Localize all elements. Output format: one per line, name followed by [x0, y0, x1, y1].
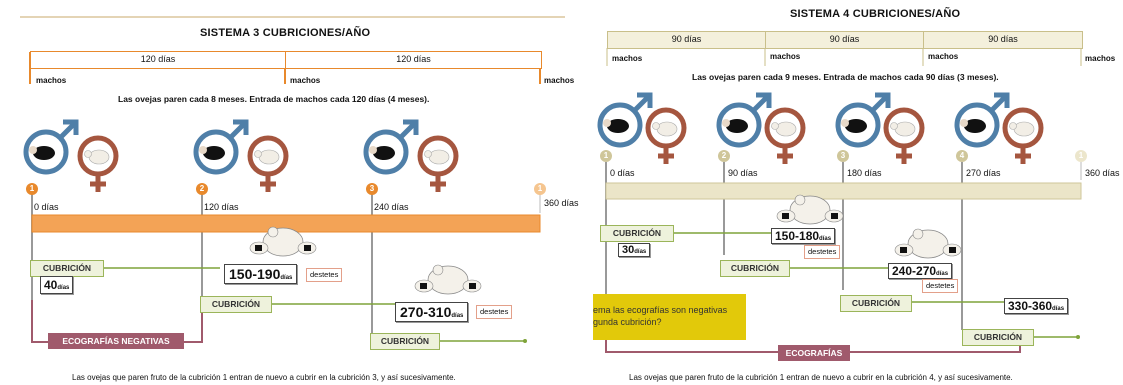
marker-1: 1 — [26, 183, 38, 195]
day-label: 270 días — [966, 168, 1001, 178]
female-icon — [648, 110, 684, 164]
duration-label: 40días — [40, 276, 74, 294]
duration-label: 30días — [618, 243, 651, 257]
left-title: SISTEMA 3 CUBRICIONES/AÑO — [200, 27, 371, 39]
machos-label: machos — [544, 76, 575, 85]
right-caption: Las ovejas que paren fruto de la cubrici… — [629, 373, 1013, 382]
interval-cell: 90 días — [608, 32, 766, 48]
interval-cell: 90 días — [988, 34, 1018, 44]
destetes-label: destetes — [476, 305, 513, 319]
day-label: 360 días — [1085, 168, 1120, 178]
cubricion-box: CUBRICIÓN — [600, 225, 674, 242]
interval-cell: 90 días — [766, 32, 924, 48]
sheep-group-icon — [894, 228, 962, 259]
male-icon — [366, 122, 416, 172]
machos-label: machos — [612, 54, 643, 63]
day-label: 0 días — [34, 202, 59, 212]
machos-label: machos — [928, 52, 959, 61]
interval-cell: 120 días — [31, 52, 286, 68]
machos-label: machos — [36, 76, 67, 85]
right-interval-bar: 90 días 90 días 90 días — [607, 31, 1083, 49]
day-label: 360 días — [544, 198, 579, 208]
male-icon — [600, 95, 650, 145]
marker-1: 1 — [600, 150, 612, 162]
male-icon — [26, 122, 76, 172]
marker-2: 2 — [196, 183, 208, 195]
female-icon — [767, 110, 803, 164]
male-icon — [957, 95, 1007, 145]
marker-1-next: 1 — [534, 183, 546, 195]
cubricion-box: CUBRICIÓN — [962, 329, 1034, 346]
right-title: SISTEMA 4 CUBRICIONES/AÑO — [790, 8, 961, 20]
left-subtitle: Las ovejas paren cada 8 meses. Entrada d… — [118, 94, 430, 104]
female-icon — [886, 110, 922, 164]
sheep-group-icon — [414, 264, 482, 295]
question-note: ema las ecografías son negativas gunda c… — [593, 294, 746, 340]
female-icon — [80, 138, 116, 192]
destetes-label: destetes — [306, 268, 343, 282]
duration-label: 150-180días — [771, 228, 836, 244]
machos-label: machos — [770, 52, 801, 61]
female-icon — [1005, 110, 1041, 164]
ecografias-negativas-label: ECOGRAFÍAS NEGATIVAS — [48, 333, 184, 349]
destetes-label: destetes — [804, 245, 841, 259]
left-interval-bar: 120 días 120 días — [30, 51, 542, 69]
cubricion-box: CUBRICIÓN — [840, 295, 912, 312]
female-icon — [420, 138, 456, 192]
male-icon — [196, 122, 246, 172]
marker-2: 2 — [718, 150, 730, 162]
day-label: 90 días — [728, 168, 758, 178]
beige-band — [605, 182, 1082, 200]
cubricion-box: CUBRICIÓN — [370, 333, 440, 350]
machos-label: machos — [1085, 54, 1116, 63]
male-icon — [838, 95, 888, 145]
marker-1-next: 1 — [1075, 150, 1087, 162]
cubricion-box: CUBRICIÓN — [30, 260, 104, 277]
destetes-label: destetes — [922, 279, 959, 293]
male-icon — [719, 95, 769, 145]
marker-4: 4 — [956, 150, 968, 162]
female-icon — [250, 138, 286, 192]
cubricion-box: CUBRICIÓN — [720, 260, 790, 277]
left-caption: Las ovejas que paren fruto de la cubrici… — [72, 373, 456, 382]
duration-label: 240-270días — [888, 263, 953, 279]
day-label: 180 días — [847, 168, 882, 178]
duration-label: 330-360días — [1004, 298, 1069, 314]
ecografias-label: ECOGRAFÍAS — [778, 345, 850, 361]
right-subtitle: Las ovejas paren cada 9 meses. Entrada d… — [692, 72, 999, 82]
day-label: 240 días — [374, 202, 409, 212]
cubricion-box: CUBRICIÓN — [200, 296, 272, 313]
marker-3: 3 — [366, 183, 378, 195]
duration-label: 270-310días — [395, 302, 469, 322]
machos-label: machos — [290, 76, 321, 85]
day-label: 0 días — [610, 168, 635, 178]
marker-3: 3 — [837, 150, 849, 162]
day-label: 120 días — [204, 202, 239, 212]
duration-label: 150-190días — [224, 264, 298, 284]
interval-cell: 120 días — [396, 54, 431, 64]
